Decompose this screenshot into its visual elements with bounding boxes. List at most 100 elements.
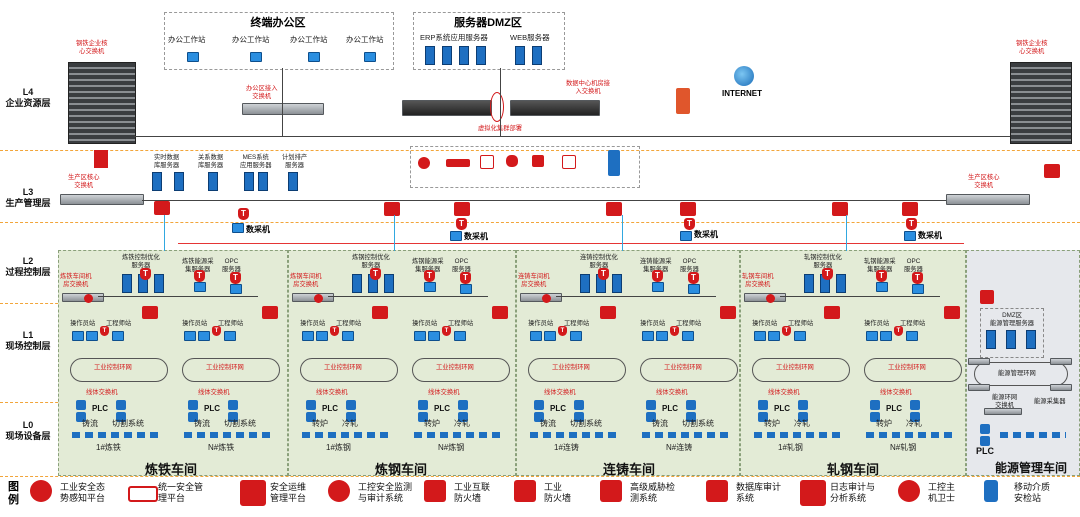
industrial-ring-label: 工业控制环网 [776,364,814,371]
line-switch-label: 线体交换机 [656,389,688,396]
opc-server-icon [688,284,700,294]
office-zone-title: 终端办公区 [250,17,306,29]
plc-icon [574,412,584,422]
l3-l2-firewall-icon [606,202,622,216]
legend-label: 移动介质安检站 [1014,482,1051,503]
prod-core-switch-left [60,194,144,205]
workshop-zone-3 [516,250,740,476]
l3-server-label-plan: 计划排产服务器 [282,154,308,169]
plc-icon [346,400,356,410]
host-guard-icon: T [194,270,205,282]
legend-label: 工业互联防火墙 [454,482,491,503]
workshop-room-switch [744,293,786,302]
plc-icon [646,412,656,422]
plc-label: PLC [886,404,902,413]
operator-ws-icon [754,331,766,341]
l1-firewall-icon [944,306,960,319]
device-label: 冷轧 [342,419,358,428]
host-guard-icon: T [424,270,435,282]
operator-ws-icon [316,331,328,341]
database-audit-icon [506,155,518,167]
host-guard-icon: T [876,270,887,282]
operator-ws-label: 操作员站 [70,320,96,327]
l1-firewall-icon [372,306,388,319]
engineer-ws-icon [906,331,918,341]
host-guard-icon: T [782,326,791,336]
ops-management-icon [480,155,494,169]
host-guard-icon: T [330,326,339,336]
field-device-icon [530,432,616,438]
industrial-ring-label: 工业控制环网 [664,364,702,371]
l3-server-icon [174,172,184,191]
line-name-label: N#炼铁 [208,443,235,452]
plc-icon [910,400,920,410]
energy-server-icon [986,330,996,349]
core-switch-right [1010,62,1072,144]
energy-collector-label: 能源采集器 [1034,398,1066,405]
erp-server-icon [442,46,452,65]
office-zone [164,12,394,70]
ctrl-server-icon [612,274,622,293]
plc-icon [458,412,468,422]
operator-ws-icon [184,331,196,341]
engineer-ws-label: 工程师站 [218,320,244,327]
operator-ws-icon [656,331,668,341]
operator-ws-icon [530,331,542,341]
collector-label: 数采机 [464,232,488,241]
host-guard-icon: T [238,208,249,220]
plc-icon [574,400,584,410]
device-label: 冷轧 [906,419,922,428]
industrial-firewall-icon [766,294,775,303]
host-guard-icon: T [558,326,567,336]
field-device-icon [754,432,840,438]
erp-server-icon [476,46,486,65]
threat-detection-icon [980,290,994,304]
energy-ring-switch [1050,384,1072,391]
line-name-label: N#连铸 [666,443,693,452]
ctrl-server-icon [154,274,164,293]
web-server-label: WEB服务器 [510,33,550,42]
industrial-ring-label: 工业控制环网 [206,364,244,371]
operator-ws-icon [866,331,878,341]
plc-icon [870,412,880,422]
operator-ws-label: 操作员站 [752,320,778,327]
prod-core-switch-left-label: 生产区核心交换机 [68,174,100,189]
device-label: 转炉 [764,419,780,428]
workstation-label: 办公工作站 [346,35,384,44]
collector-icon [680,231,692,241]
plc-icon [686,412,696,422]
collector-label: 数采机 [246,225,270,234]
collector-icon [232,223,244,233]
workstation-icon [308,52,320,62]
collector-link-line [622,215,623,251]
field-device-icon [414,432,500,438]
legend-label: 工控安全监测与审计系统 [358,482,413,503]
industrial-firewall-icon [542,294,551,303]
media-kiosk-icon [984,480,998,502]
operator-ws-icon [414,331,426,341]
operator-ws-icon [72,331,84,341]
operator-ws-label: 操作员站 [300,320,326,327]
workshop-zone-2 [288,250,516,476]
engineer-ws-label: 工程师站 [564,320,590,327]
database-audit-icon [706,480,728,502]
energy-plc-icon [980,424,990,434]
workshop-zone-4 [740,250,966,476]
engineer-ws-icon [794,331,806,341]
operator-ws-label: 操作员站 [640,320,666,327]
host-guard-icon: T [598,268,609,280]
plc-label: PLC [662,404,678,413]
plc-icon [188,400,198,410]
erp-server-icon [425,46,435,65]
workshop-name: 炼铁车间 [144,462,197,477]
line-name-label: 1#炼钢 [326,443,351,452]
workstation-icon [364,52,376,62]
workshop-l2-bus [98,296,258,297]
acq-server-label: 炼铁能源采集服务器 [182,258,214,273]
plc-icon [910,412,920,422]
host-guard-icon: T [100,326,109,336]
threat-detection-icon [532,155,544,167]
legend-label: 日志审计与分析系统 [830,482,876,503]
plc-icon [228,412,238,422]
